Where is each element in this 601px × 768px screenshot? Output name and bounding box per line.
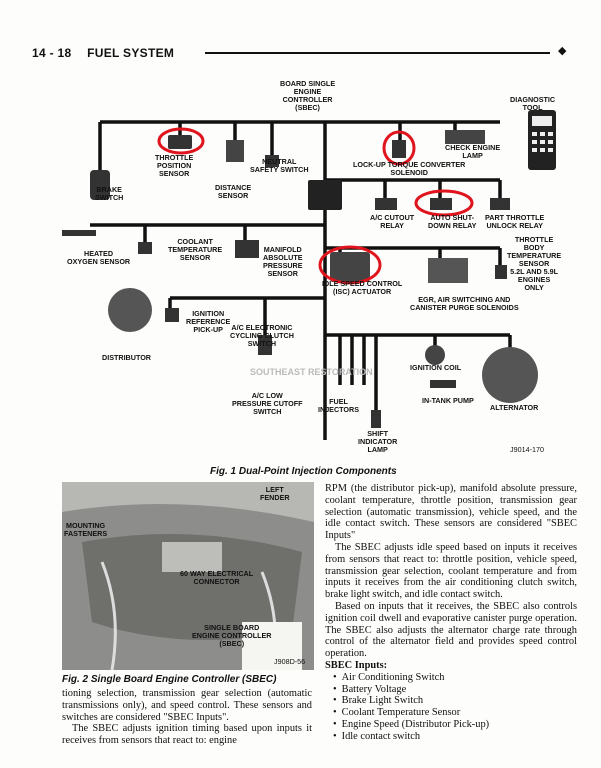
label-part-throttle-relay: PART THROTTLE UNLOCK RELAY xyxy=(485,213,545,230)
label-lockup-solenoid: LOCK-UP TORQUE CONVERTER SOLENOID xyxy=(353,160,466,177)
watermark: SOUTHEAST RESTORATION xyxy=(250,367,373,377)
left-column-text: tioning selection, transmission gear sel… xyxy=(62,688,312,747)
figure1-caption: Fig. 1 Dual-Point Injection Components xyxy=(210,466,397,477)
label-asd-relay: AUTO SHUT- DOWN RELAY xyxy=(428,213,477,230)
label-throttle-body-temp-sensor: THROTTLE BODY TEMPERATURE SENSOR 5.2L AN… xyxy=(507,235,562,292)
label-sbec-photo: SINGLE BOARD ENGINE CONTROLLER (SBEC) xyxy=(192,623,272,648)
sbec-inputs-list: Air Conditioning Switch Battery Voltage … xyxy=(325,672,577,743)
label-sbec: BOARD SINGLE ENGINE CONTROLLER (SBEC) xyxy=(280,79,336,112)
list-item: Air Conditioning Switch xyxy=(333,672,577,684)
label-ac-low-pressure-switch: A/C LOW PRESSURE CUTOFF SWITCH xyxy=(232,391,303,416)
label-ac-cutout-relay: A/C CUTOUT RELAY xyxy=(370,213,415,230)
label-shift-indicator-lamp: SHIFT INDICATOR LAMP xyxy=(358,429,398,454)
page-number: 14 - 18 xyxy=(32,46,72,60)
sbec-photo-svg xyxy=(62,482,314,670)
label-alternator: ALTERNATOR xyxy=(490,403,539,412)
label-ignition-reference: IGNITION REFERENCE PICK-UP xyxy=(186,309,231,334)
label-60-way-connector: 60 WAY ELECTRICAL CONNECTOR xyxy=(180,569,254,586)
label-throttle-position-sensor: THROTTLE POSITION SENSOR xyxy=(155,153,194,178)
label-heated-o2-sensor: HEATED OXYGEN SENSOR xyxy=(67,249,131,266)
label-distance-sensor: DISTANCE SENSOR xyxy=(215,183,252,200)
wiring-diagram-svg xyxy=(62,110,556,440)
list-item: Brake Light Switch xyxy=(333,695,577,707)
right-paragraph-3: Based on inputs that it receives, the SB… xyxy=(325,600,577,660)
figure2-caption: Fig. 2 Single Board Engine Controller (S… xyxy=(62,674,277,685)
left-paragraph-1: tioning selection, transmission gear sel… xyxy=(62,688,312,723)
left-paragraph-2: The SBEC adjusts ignition timing based u… xyxy=(62,723,312,747)
header-rule xyxy=(205,52,550,54)
right-paragraph-2: The SBEC adjusts idle speed based on inp… xyxy=(325,541,577,601)
figure1-code: J9014-170 xyxy=(510,445,544,454)
figure1-diagram: BOARD SINGLE ENGINE CONTROLLER (SBEC) DI… xyxy=(40,79,562,460)
list-item: Idle contact switch xyxy=(333,731,577,743)
label-fuel-injectors: FUEL INJECTORS xyxy=(318,397,360,414)
label-ignition-coil: IGNITION COIL xyxy=(410,363,462,372)
label-ac-clutch-switch: A/C ELECTRONIC CYCLING CLUTCH SWITCH xyxy=(230,323,294,348)
label-check-engine-lamp: CHECK ENGINE LAMP xyxy=(445,143,501,160)
label-egr-solenoids: EGR, AIR SWITCHING AND CANISTER PURGE SO… xyxy=(410,295,519,312)
label-neutral-safety-switch: NEUTRAL SAFETY SWITCH xyxy=(250,157,309,174)
label-isc-actuator: IDLE SPEED CONTROL (ISC) ACTUATOR xyxy=(322,279,403,296)
right-paragraph-1: RPM (the distributor pick-up), manifold … xyxy=(325,483,577,542)
label-fuel-pump: IN-TANK PUMP xyxy=(422,396,474,405)
section-title: FUEL SYSTEM xyxy=(87,46,175,60)
diamond-icon: ◆ xyxy=(558,45,567,57)
right-column-text: RPM (the distributor pick-up), manifold … xyxy=(325,483,577,743)
page-header: 14 - 18 FUEL SYSTEM xyxy=(32,46,174,60)
label-diagnostic-tool: DIAGNOSTIC TOOL xyxy=(510,95,556,112)
list-item: Coolant Temperature Sensor xyxy=(333,707,577,719)
label-map-sensor: MANIFOLD ABSOLUTE PRESSURE SENSOR xyxy=(263,245,303,278)
figure2-photo: LEFT FENDER MOUNTING FASTENERS 60 WAY EL… xyxy=(62,482,314,670)
list-item: Battery Voltage xyxy=(333,684,577,696)
label-left-fender: LEFT FENDER xyxy=(260,485,290,502)
label-brake-switch: BRAKE SWITCH xyxy=(95,185,124,202)
label-distributor: DISTRIBUTOR xyxy=(102,353,151,362)
label-mounting-fasteners: MOUNTING FASTENERS xyxy=(64,521,108,538)
list-item: Engine Speed (Distributor Pick-up) xyxy=(333,719,577,731)
sbec-inputs-heading: SBEC Inputs: xyxy=(325,659,388,671)
label-coolant-temp-sensor: COOLANT TEMPERATURE SENSOR xyxy=(168,237,223,262)
figure2-code: J908D-56 xyxy=(274,657,306,666)
